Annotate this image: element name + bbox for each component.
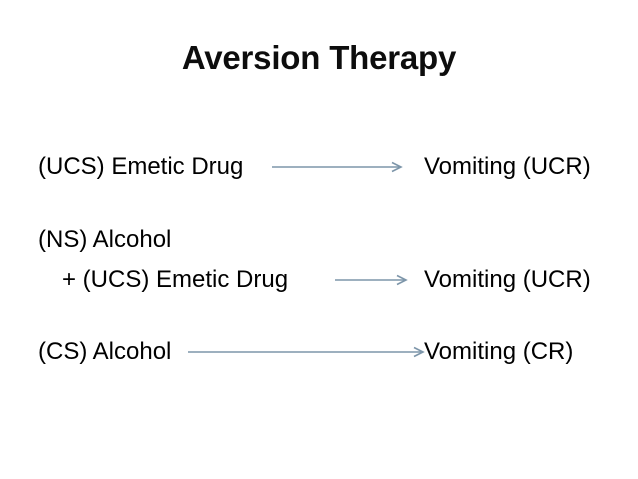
row-2-line-2-left-label: + (UCS) Emetic Drug: [62, 266, 289, 293]
row-3-left-label: (CS) Alcohol: [38, 338, 172, 365]
arrow-ucs-to-ucr-icon: [272, 160, 403, 174]
conditioning-row-2-line-1: (NS) Alcohol: [38, 223, 171, 257]
row-1-right-label: Vomiting (UCR): [424, 153, 591, 180]
row-2-right-label: Vomiting (UCR): [424, 266, 591, 293]
arrow-ns-ucs-to-ucr-icon: [335, 273, 408, 287]
conditioning-row-3: (CS) Alcohol: [38, 335, 171, 369]
row-3-right-label: Vomiting (CR): [424, 338, 574, 365]
conditioning-row-1: (UCS) Emetic Drug: [38, 150, 243, 184]
arrow-cs-to-cr-icon: [188, 345, 425, 359]
page-title: Aversion Therapy: [181, 39, 457, 76]
row-1-left-label: (UCS) Emetic Drug: [38, 153, 244, 180]
row-2-line-1-left-label: (NS) Alcohol: [38, 226, 172, 253]
conditioning-row-2-line-2: + (UCS) Emetic Drug: [62, 263, 288, 297]
